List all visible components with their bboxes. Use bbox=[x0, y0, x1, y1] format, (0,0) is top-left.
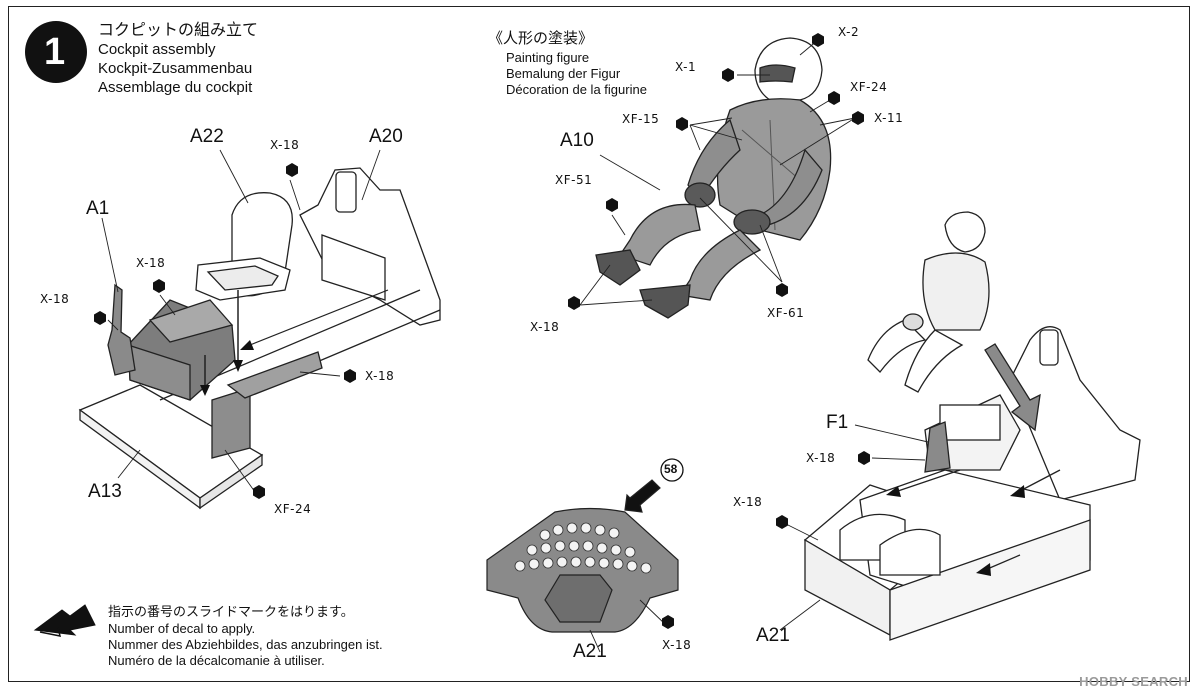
paint-code-x18: X-18 bbox=[806, 451, 836, 465]
paint-code-x18: X-18 bbox=[40, 292, 70, 306]
cockpit-exploded-view bbox=[78, 149, 441, 510]
paint-code-x18: X-18 bbox=[662, 638, 692, 652]
paint-code-x2: X-2 bbox=[838, 25, 860, 39]
paint-code-xf15: XF-15 bbox=[622, 112, 660, 126]
paint-dot-icon bbox=[812, 33, 824, 47]
paint-code-xf61: XF-61 bbox=[767, 306, 805, 320]
paint-dot-icon bbox=[676, 117, 688, 131]
paint-code-x18: X-18 bbox=[733, 495, 763, 509]
step-title-fr: Assemblage du cockpit bbox=[98, 79, 253, 96]
step-title-de: Kockpit-Zusammenbau bbox=[98, 60, 253, 77]
paint-dot-icon bbox=[828, 91, 840, 105]
paint-code-x1: X-1 bbox=[675, 60, 697, 74]
paint-dot-icon bbox=[94, 311, 106, 325]
paint-dot-icon bbox=[568, 296, 580, 310]
part-label-a22: A22 bbox=[190, 126, 224, 147]
paint-dot-icon bbox=[858, 451, 870, 465]
decal-arrow-icon bbox=[33, 604, 96, 637]
paint-code-xf51: XF-51 bbox=[555, 173, 593, 187]
part-label-a20: A20 bbox=[369, 126, 403, 147]
part-label-a21-panel: A21 bbox=[573, 641, 607, 662]
legend-en: Number of decal to apply. bbox=[108, 621, 256, 636]
painting-title-jp: 《人形の塗装》 bbox=[488, 29, 594, 47]
cockpit-assembled-view bbox=[779, 211, 1141, 641]
painting-title-fr: Décoration de la figurine bbox=[506, 82, 647, 97]
paint-dot-icon bbox=[253, 485, 265, 499]
paint-code-x18: X-18 bbox=[270, 138, 300, 152]
part-label-a21-assembly: A21 bbox=[756, 625, 790, 646]
decal-number: 58 bbox=[664, 462, 678, 476]
instrument-panel bbox=[486, 458, 684, 653]
part-label-f1: F1 bbox=[826, 412, 849, 433]
watermark: HOBBY SEARCH bbox=[1079, 674, 1188, 689]
legend-fr: Numéro de la décalcomanie à utiliser. bbox=[108, 653, 325, 668]
paint-dot-icon bbox=[776, 283, 788, 297]
step-title-jp: コクピットの組み立て bbox=[98, 20, 259, 39]
paint-dot-icon bbox=[153, 279, 165, 293]
painting-title-de: Bemalung der Figur bbox=[506, 66, 621, 81]
paint-code-x18: X-18 bbox=[136, 256, 166, 270]
part-label-a10: A10 bbox=[560, 130, 594, 151]
paint-dot-icon bbox=[662, 615, 674, 629]
page-border bbox=[8, 6, 1190, 682]
paint-code-xf24: XF-24 bbox=[274, 502, 312, 516]
painting-title-en: Painting figure bbox=[506, 50, 590, 65]
step-badge bbox=[25, 21, 87, 83]
paint-dot-icon bbox=[776, 515, 788, 529]
paint-dot-icon bbox=[852, 111, 864, 125]
step-title-en: Cockpit assembly bbox=[98, 41, 216, 58]
legend-jp: 指示の番号のスライドマークをはります。 bbox=[108, 605, 354, 620]
step-number: 1 bbox=[44, 31, 66, 73]
part-label-a13: A13 bbox=[88, 481, 122, 502]
legend-de: Nummer des Abziehbildes, das anzubringen… bbox=[108, 637, 383, 652]
paint-dot-icon bbox=[722, 68, 734, 82]
paint-dot-icon bbox=[344, 369, 356, 383]
paint-code-x11: X-11 bbox=[874, 111, 904, 125]
part-label-a1: A1 bbox=[86, 198, 110, 219]
paint-dot-icon bbox=[286, 163, 298, 177]
paint-code-xf24: XF-24 bbox=[850, 80, 888, 94]
pilot-figure bbox=[579, 37, 856, 319]
paint-code-x18: X-18 bbox=[530, 320, 560, 334]
paint-code-x18: X-18 bbox=[365, 369, 395, 383]
paint-dot-icon bbox=[606, 198, 618, 212]
